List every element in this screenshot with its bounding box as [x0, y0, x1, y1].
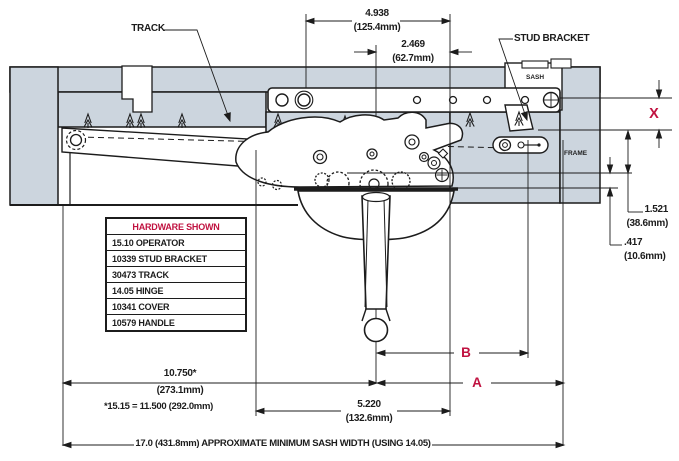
- handle-hub: [361, 191, 391, 203]
- dim-cover-span-mm: (132.6mm): [345, 413, 393, 424]
- hinge-pivot-center: [69, 133, 83, 147]
- table-row: 14.05 HINGE: [107, 282, 245, 298]
- table-row: 30473 TRACK: [107, 266, 245, 282]
- gear-icon: [314, 172, 330, 188]
- sash-label: SASH: [526, 74, 545, 81]
- dim-overall-width: 17.0 (431.8mm) APPROXIMATE MINIMUM SASH …: [135, 438, 431, 449]
- gear-icon: [359, 169, 389, 199]
- frame-left-column: [9, 66, 59, 206]
- track-callout: TRACK: [131, 23, 165, 34]
- screw-icon: [83, 112, 93, 128]
- track-hole: [412, 95, 422, 105]
- dim-right-upper-mm: (38.6mm): [626, 218, 668, 229]
- dim-cover-span-in: 5.220: [357, 399, 381, 410]
- stud-bracket-callout: STUD BRACKET: [514, 33, 590, 44]
- housing-rivets: [312, 134, 450, 183]
- dim-footnote: *15.15 = 11.500 (292.0mm): [104, 401, 213, 412]
- track-hole: [297, 93, 311, 107]
- dim-track-span-mm: (125.4mm): [353, 22, 401, 33]
- dim-track-half-mm: (62.7mm): [392, 53, 434, 64]
- dimension-graphics: [61, 14, 672, 449]
- dim-track-span-in: 4.938: [365, 8, 389, 19]
- table-row: 10579 HANDLE: [107, 314, 245, 330]
- dim-right-upper-in: 1.521: [644, 204, 668, 215]
- track-hole: [275, 93, 289, 107]
- dim-track-half-in: 2.469: [401, 39, 425, 50]
- gear-icon: [326, 171, 350, 195]
- dim-b-label: B: [461, 345, 471, 360]
- table-header: HARDWARE SHOWN: [132, 221, 220, 232]
- screw-icon: [177, 112, 187, 128]
- dim-x-label: X: [649, 106, 659, 122]
- sash-profile-bump: [550, 58, 572, 69]
- table-row: 10341 COVER: [107, 298, 245, 314]
- track-hole: [448, 95, 458, 105]
- table-row: 10339 STUD BRACKET: [107, 250, 245, 266]
- table-row: 15.10 OPERATOR: [107, 234, 245, 250]
- dim-hinge-span-mm: (273.1mm): [156, 385, 204, 396]
- dim-hinge-span-in: 10.750*: [163, 368, 197, 379]
- handle-knob: [363, 317, 389, 343]
- dim-right-lower-in: .417: [624, 237, 643, 248]
- screw-icon: [465, 111, 475, 127]
- screw-icon: [136, 112, 146, 128]
- frame-label: FRAME: [564, 150, 588, 157]
- frame-right-column: [559, 66, 601, 204]
- frame-left-underband: [57, 91, 267, 128]
- screw-icon: [125, 112, 135, 128]
- operator-housing: [235, 111, 464, 188]
- track-leader: [164, 29, 231, 122]
- frame-step-notch: [121, 65, 153, 113]
- stud-bracket-leader: [498, 38, 528, 121]
- track-hole: [520, 95, 530, 105]
- operator-mechanism: [61, 91, 560, 343]
- track-bar: [267, 87, 561, 113]
- diamond-stud: [437, 148, 449, 159]
- screw-icon: [514, 110, 524, 126]
- track-hole: [482, 95, 492, 105]
- dim-a-label: A: [472, 375, 482, 390]
- dim-right-lower-mm: (10.6mm): [624, 251, 666, 262]
- sash-profile-bump: [521, 60, 549, 69]
- track-hole-ring: [294, 90, 314, 110]
- hardware-shown-table: HARDWARE SHOWN 15.10 OPERATOR 10339 STUD…: [105, 217, 247, 332]
